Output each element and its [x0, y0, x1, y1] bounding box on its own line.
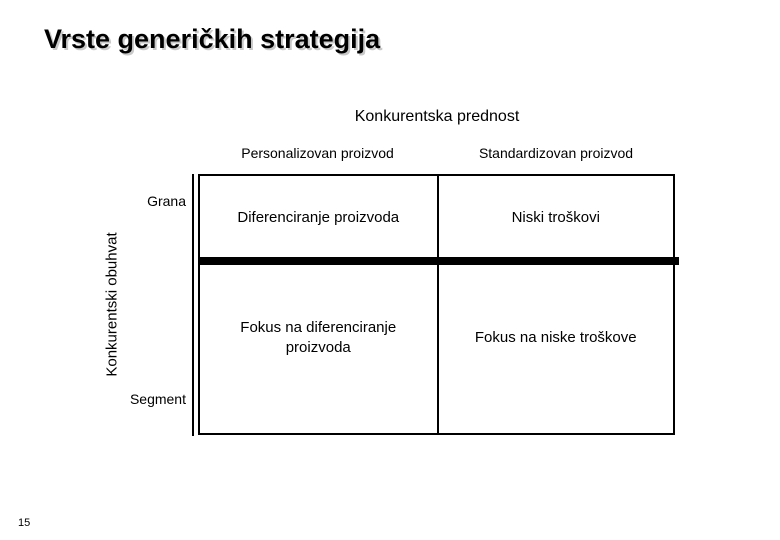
left-axis-title: Konkurentski obuhvat — [103, 232, 121, 377]
row-divider-line — [198, 257, 679, 265]
row-label-segment: Segment — [129, 391, 186, 407]
column-header-standardizovan-proizvod: Standardizovan proizvod — [478, 145, 634, 161]
matrix-cell-fokus-na-diferenciranje-proizvoda[interactable]: Fokus na diferenciranje proizvoda — [240, 319, 397, 356]
top-axis-title: Konkurentska prednost — [354, 108, 520, 125]
matrix-cell-diferenciranje-proizvoda[interactable]: Diferenciranje proizvoda — [237, 208, 400, 226]
vertical-axis-line — [192, 174, 194, 436]
row-label-grana: Grana — [147, 193, 186, 209]
matrix-cell-niski-troskovi[interactable]: Niski troškovi — [436, 176, 674, 259]
page-title: Vrste generičkih strategija — [44, 24, 381, 54]
matrix-grid: Diferenciranje proizvoda Niski troškovi … — [198, 174, 679, 435]
page-number: 15 — [18, 517, 31, 529]
column-header-personalizovan-proizvod: Personalizovan proizvod — [241, 145, 394, 161]
matrix-row-segment: Fokus na diferenciranje proizvoda Fokus … — [200, 265, 673, 433]
matrix-cell-fokus-na-niske-troskove[interactable]: Fokus na niske troškove — [436, 265, 674, 433]
matrix-row-grana: Diferenciranje proizvoda Niski troškovi — [200, 176, 673, 259]
